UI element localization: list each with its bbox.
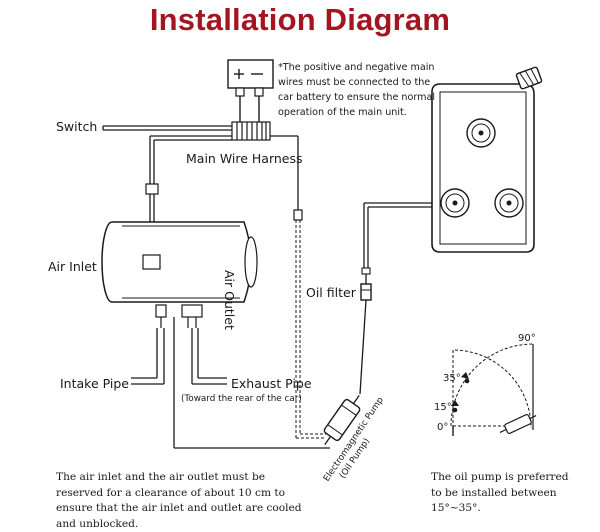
car-battery-icon [227, 59, 274, 122]
clearance-caption: The air inlet and the air outlet must be… [56, 471, 302, 530]
exhaust-pipe [191, 328, 227, 385]
main-wire-harness [145, 135, 326, 439]
intake-pipe [131, 328, 165, 385]
heater-unit [101, 221, 258, 328]
exhaust-pipe-label: Exhaust Pipe [231, 376, 312, 391]
angle-90-label: 90° [518, 333, 536, 344]
pump-angle-guide [450, 343, 537, 436]
oil-filter-label: Oil filter [306, 285, 356, 300]
harness-connector [231, 121, 271, 141]
fuel-tank [431, 66, 543, 253]
pump-angle-caption: The oil pump is preferred to be installe… [431, 471, 569, 514]
intake-pipe-label: Intake Pipe [60, 376, 129, 391]
air-outlet-label: Air Outlet [222, 270, 237, 330]
fuel-line-tank [359, 202, 436, 395]
angle-0-label: 0° [437, 422, 449, 433]
air-inlet-label: Air Inlet [48, 259, 97, 274]
page-title: Installation Diagram [149, 2, 451, 37]
fuel-line-heater [173, 317, 330, 449]
exhaust-direction-note: (Toward the rear of the car) [181, 394, 302, 404]
battery-note: *The positive and negative main wires mu… [278, 62, 436, 118]
switch-wire [102, 125, 232, 131]
main-wire-harness-label: Main Wire Harness [186, 151, 303, 166]
angle-35-label: 35° [443, 373, 461, 384]
oil-pump-icon [323, 395, 361, 445]
switch-label: Switch [56, 119, 98, 134]
angle-15-label: 15° [434, 402, 452, 413]
